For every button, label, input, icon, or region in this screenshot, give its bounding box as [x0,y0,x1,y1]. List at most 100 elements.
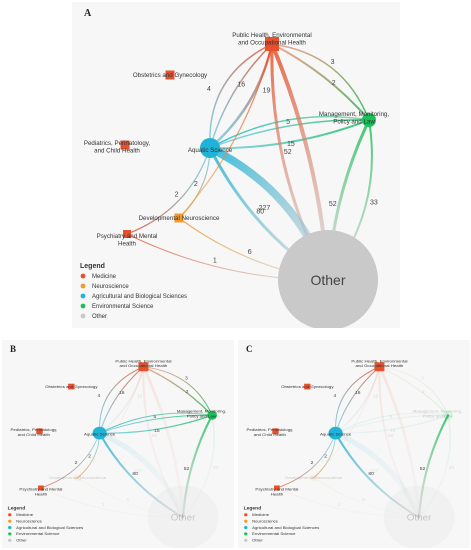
node-management [443,410,454,420]
node-label: Other [171,512,196,522]
edge-label: 52 [284,149,292,156]
node-obstetrics [68,383,75,390]
edge-label: 6 [126,497,129,502]
node-label: Pediatrics, Perinatology, [246,427,293,432]
edge-label: 2 [324,454,327,459]
node-label: and Child Health [18,432,51,437]
legend-item: Environmental Science [16,531,60,536]
node-public-health [374,362,385,372]
panel-label: A [84,8,92,19]
legend-item: Other [16,538,27,543]
node-label: Aquatic Science [188,147,233,154]
edge-label: 227 [134,469,143,474]
legend-swatch [80,293,86,299]
node-psychiatry [274,485,280,491]
legend-item: Medicine [252,512,270,517]
edge-label: 2 [332,80,336,87]
legend-swatch [8,538,12,542]
edge-label: 5 [286,119,290,126]
legend-swatch [8,526,12,530]
legend-item: Environmental Science [92,304,154,310]
legend-title: Legend [244,506,262,511]
edge-e_aqu_pub [209,43,273,149]
edge-e_aqu_psy [126,147,211,235]
edge-label: 4 [333,393,336,398]
edge-label: 16 [355,390,361,395]
edge-e_oth_man [182,414,215,519]
edge-label: 2 [311,460,314,465]
legend-swatch [80,303,86,309]
edge-label: 19 [263,87,271,94]
edge-label: 3 [421,376,424,381]
edge-label: 1 [338,502,341,507]
node-developmental [310,474,317,481]
edge-label: 2 [88,454,91,459]
edge-e_man_aqu [99,412,213,434]
node-label: Policy and Law [423,414,453,419]
edge-e_oth_pub2 [142,365,185,519]
edge-e_aqu_man [209,119,370,149]
node-management [362,113,376,127]
edge-label: 52 [388,433,394,438]
edge-e_dev_pub [313,366,380,479]
node-label: Psychiatry and Mental [97,233,158,240]
node-label: Psychiatry and Mental [19,487,62,492]
node-aquatic [92,426,107,440]
legend-item: Agricultural and Biological Sciences [92,294,187,300]
node-label: Developmental Neuroscience [49,475,107,480]
edge-e_oth_dev [77,477,184,518]
node-public-health [265,37,279,51]
edge-label: 2 [75,460,78,465]
edge-e_aqu_man [335,414,449,434]
node-label: Obstetrics and Gynecology [133,72,208,79]
edge-e_aqu_pub2 [335,366,380,434]
edge-label: 80 [368,471,374,476]
edge-e_aqu_man [99,414,213,434]
node-label: Policy and Law [187,414,217,419]
edge-label: 52 [329,201,337,208]
edge-label: 52 [420,466,426,471]
edge-label: 52 [184,466,190,471]
edge-label: 16 [237,82,245,89]
node-label: Public Health, Environmental [115,359,171,364]
node-aquatic [328,426,343,440]
edge-label: 80 [256,208,264,215]
node-other [278,230,378,328]
legend-title: Legend [8,506,26,511]
legend-swatch [8,532,12,536]
edge-e_dev_pub [178,43,273,219]
node-label: Psychiatry and Mental [255,487,298,492]
edge-e_pub_man2 [142,366,213,416]
node-label: Obstetrics and Gynecology [45,384,98,389]
panel-label: B [10,344,17,354]
edge-label: 1 [102,502,105,507]
edge-e_aqu_man2 [209,119,370,150]
edge-label: 2 [186,389,189,394]
legend-item: Agricultural and Biological Sciences [252,525,319,530]
node-pediatrics [120,140,130,150]
node-management [207,410,218,420]
edge-label: 5 [153,414,156,419]
legend-swatch [244,532,248,536]
edge-e_pub_man [142,366,213,416]
node-obstetrics [304,383,311,390]
legend-swatch [244,519,248,523]
edge-label: 80 [132,471,138,476]
legend-swatch [80,283,86,289]
node-pediatrics [272,428,279,435]
legend-swatch [80,313,86,319]
node-developmental [74,474,81,481]
edge-label: 52 [152,433,158,438]
edge-e_oth_man [418,414,451,519]
node-label: and Occupational Health [120,363,169,368]
edge-label: 2 [194,181,198,188]
edge-label: 4 [97,393,100,398]
legend-item: Environmental Science [252,531,296,536]
edge-label: 1 [213,257,217,264]
edge-label: 6 [248,249,252,256]
